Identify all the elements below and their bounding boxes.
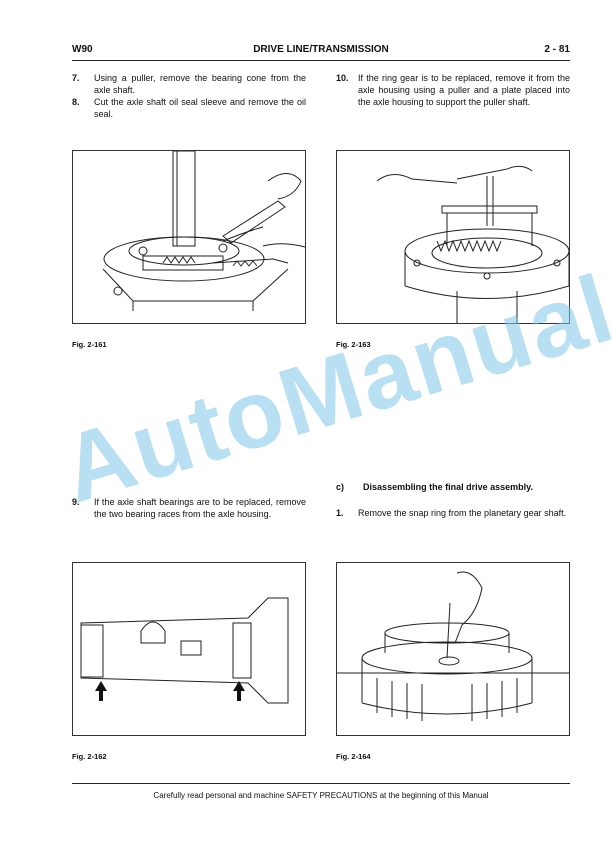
figure-2-164 (336, 562, 570, 736)
step-number: 9. (72, 497, 80, 507)
step-7: 7. Using a puller, remove the bearing co… (72, 72, 306, 96)
figure-caption: Fig. 2-162 (72, 752, 107, 761)
snap-ring-removal-illustration (337, 571, 569, 721)
header-rule (72, 60, 570, 61)
ring-gear-puller-illustration (376, 165, 569, 323)
bearing-puller-illustration (102, 151, 305, 311)
step-number: 8. (72, 97, 80, 107)
footer-rule (72, 783, 570, 784)
section-c-heading: c) Disassembling the final drive assembl… (336, 482, 570, 492)
page-number: 2 - 81 (544, 44, 570, 55)
step-text: Using a puller, remove the bearing cone … (94, 73, 306, 95)
step-1: 1. Remove the snap ring from the planeta… (336, 507, 570, 531)
step-text: If the axle shaft bearings are to be rep… (94, 497, 306, 519)
figure-caption: Fig. 2-164 (336, 752, 371, 761)
section-number: c) (336, 482, 345, 492)
figure-caption: Fig. 2-161 (72, 340, 107, 349)
step-text: Cut the axle shaft oil seal sleeve and r… (94, 97, 306, 119)
step-number: 1. (336, 508, 344, 518)
section-title: Disassembling the final drive assembly. (363, 482, 533, 492)
figure-2-161 (72, 150, 306, 324)
step-number: 10. (336, 73, 349, 83)
figure-2-163 (336, 150, 570, 324)
figure-2-162 (72, 562, 306, 736)
footer-note: Carefully read personal and machine SAFE… (153, 791, 489, 800)
axle-housing-illustration (80, 597, 289, 704)
step-number: 7. (72, 73, 80, 83)
step-text: Remove the snap ring from the planetary … (358, 508, 567, 518)
step-10: 10. If the ring gear is to be replaced, … (336, 72, 570, 120)
section-title: DRIVE LINE/TRANSMISSION (253, 44, 389, 55)
arrow-icon (95, 681, 245, 701)
figure-caption: Fig. 2-163 (336, 340, 371, 349)
step-8: 8. Cut the axle shaft oil seal sleeve an… (72, 96, 306, 120)
step-text: If the ring gear is to be replaced, remo… (358, 73, 570, 107)
page-header: W90 DRIVE LINE/TRANSMISSION 2 - 81 (72, 44, 570, 58)
model-code: W90 (72, 44, 93, 55)
step-9: 9. If the axle shaft bearings are to be … (72, 496, 306, 532)
